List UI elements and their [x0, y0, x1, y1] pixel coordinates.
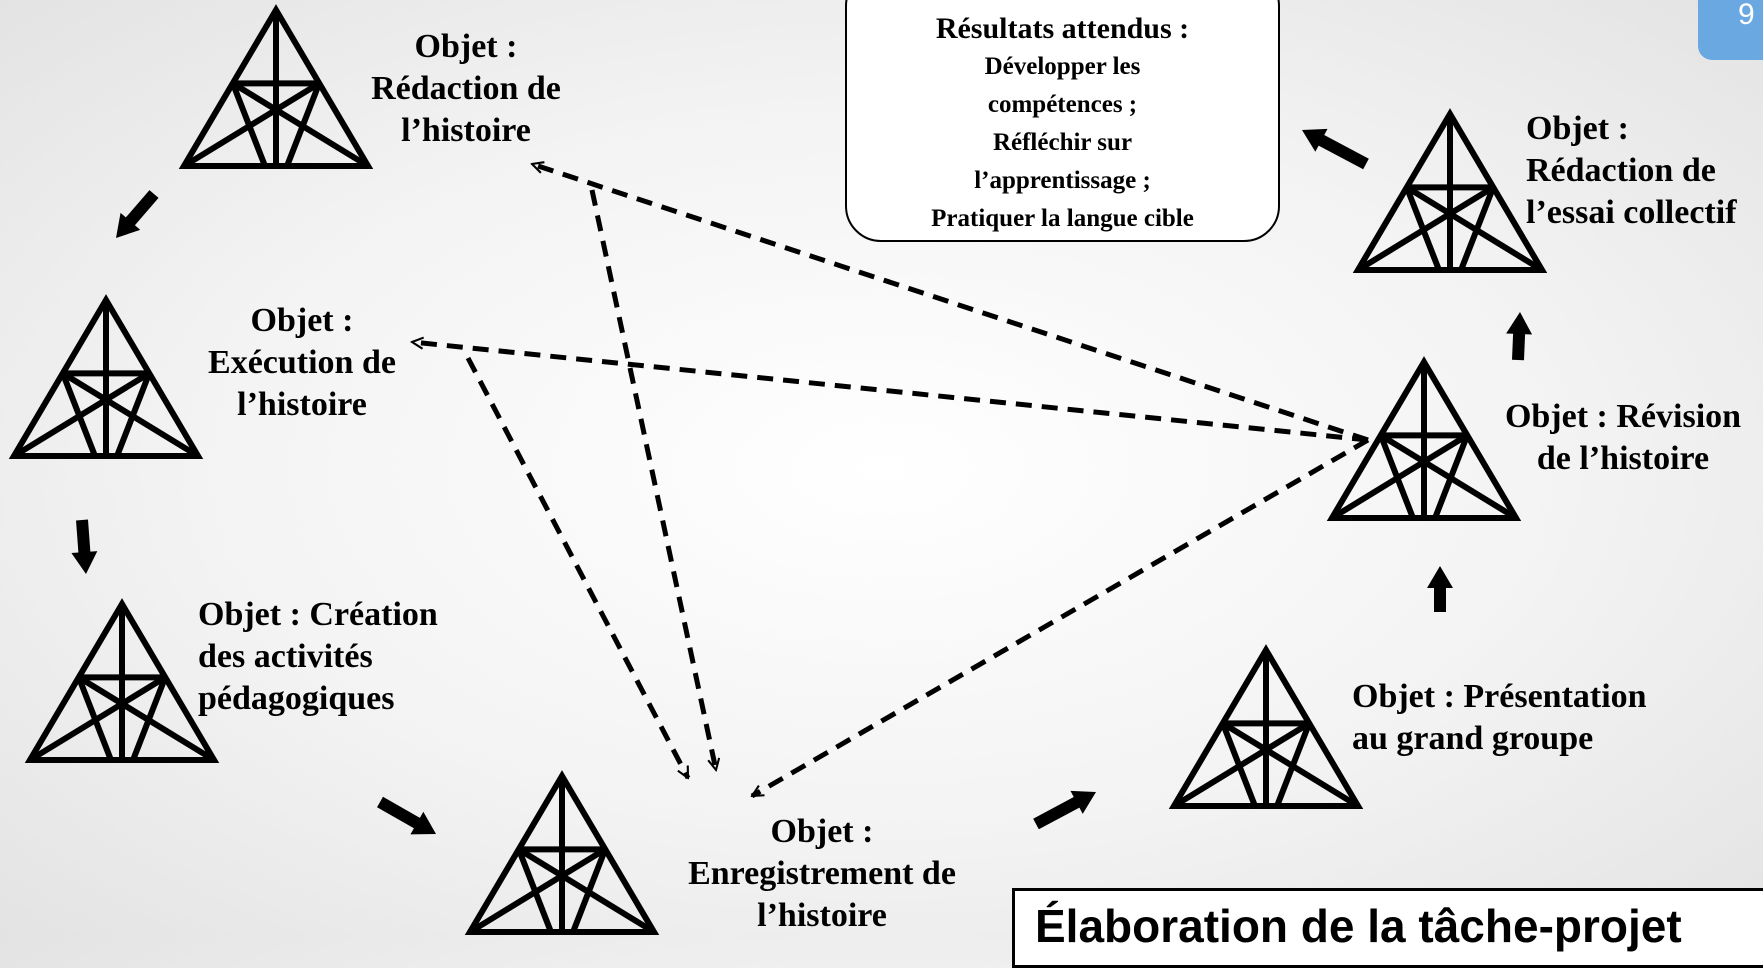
- slide-title: Élaboration de la tâche-projet: [1012, 888, 1763, 968]
- triangle-icon-enregistrement-histoire: [464, 770, 660, 935]
- dashed-link-revision-histoire-to-enregistrement-histoire: [752, 437, 1370, 799]
- flow-arrow-enregistrement-histoire-to-presentation-groupe: [1033, 790, 1096, 830]
- dashed-links: [412, 164, 1370, 799]
- results-line: Réfléchir sur: [992, 129, 1133, 156]
- dashed-link-revision-histoire-to-redaction-histoire: [532, 164, 1369, 443]
- triangle-icon-execution-histoire: [8, 294, 204, 459]
- triangle-icon-creation-activites: [24, 598, 220, 763]
- diagram-canvas: [8, 4, 1548, 935]
- triangle-icon-redaction-histoire: [178, 4, 374, 169]
- flow-arrow-presentation-groupe-to-revision-histoire: [1427, 566, 1453, 612]
- results-line: compétences ;: [987, 91, 1138, 118]
- flow-arrow-execution-histoire-to-creation-activites: [71, 519, 98, 574]
- results-box: Résultats attendus : Développer les comp…: [845, 0, 1280, 242]
- page-number-badge: 9: [1698, 0, 1763, 60]
- triangle-icon-redaction-essai: [1352, 108, 1548, 273]
- activity-triangles: [8, 4, 1548, 935]
- results-line: Pratiquer la langue cible: [931, 205, 1194, 232]
- triangle-icon-revision-histoire: [1326, 356, 1522, 521]
- dashed-link-redaction-histoire-to-enregistrement-histoire: [589, 189, 716, 770]
- triangle-icon-presentation-groupe: [1168, 644, 1364, 809]
- results-line: l’apprentissage ;: [974, 167, 1151, 194]
- dashed-link-execution-histoire-to-enregistrement-histoire: [465, 356, 691, 778]
- dashed-link-revision-histoire-to-execution-histoire: [412, 342, 1369, 443]
- results-title: Résultats attendus :: [935, 12, 1190, 45]
- flow-arrow-redaction-histoire-to-execution-histoire: [116, 190, 159, 238]
- flow-arrow-creation-activites-to-enregistrement-histoire: [377, 796, 436, 835]
- results-line: Développer les: [984, 53, 1141, 80]
- flow-arrow-revision-histoire-to-redaction-essai: [1506, 312, 1533, 361]
- flow-arrow-redaction-essai-to-results: [1302, 128, 1369, 170]
- flow-arrows: [71, 128, 1533, 835]
